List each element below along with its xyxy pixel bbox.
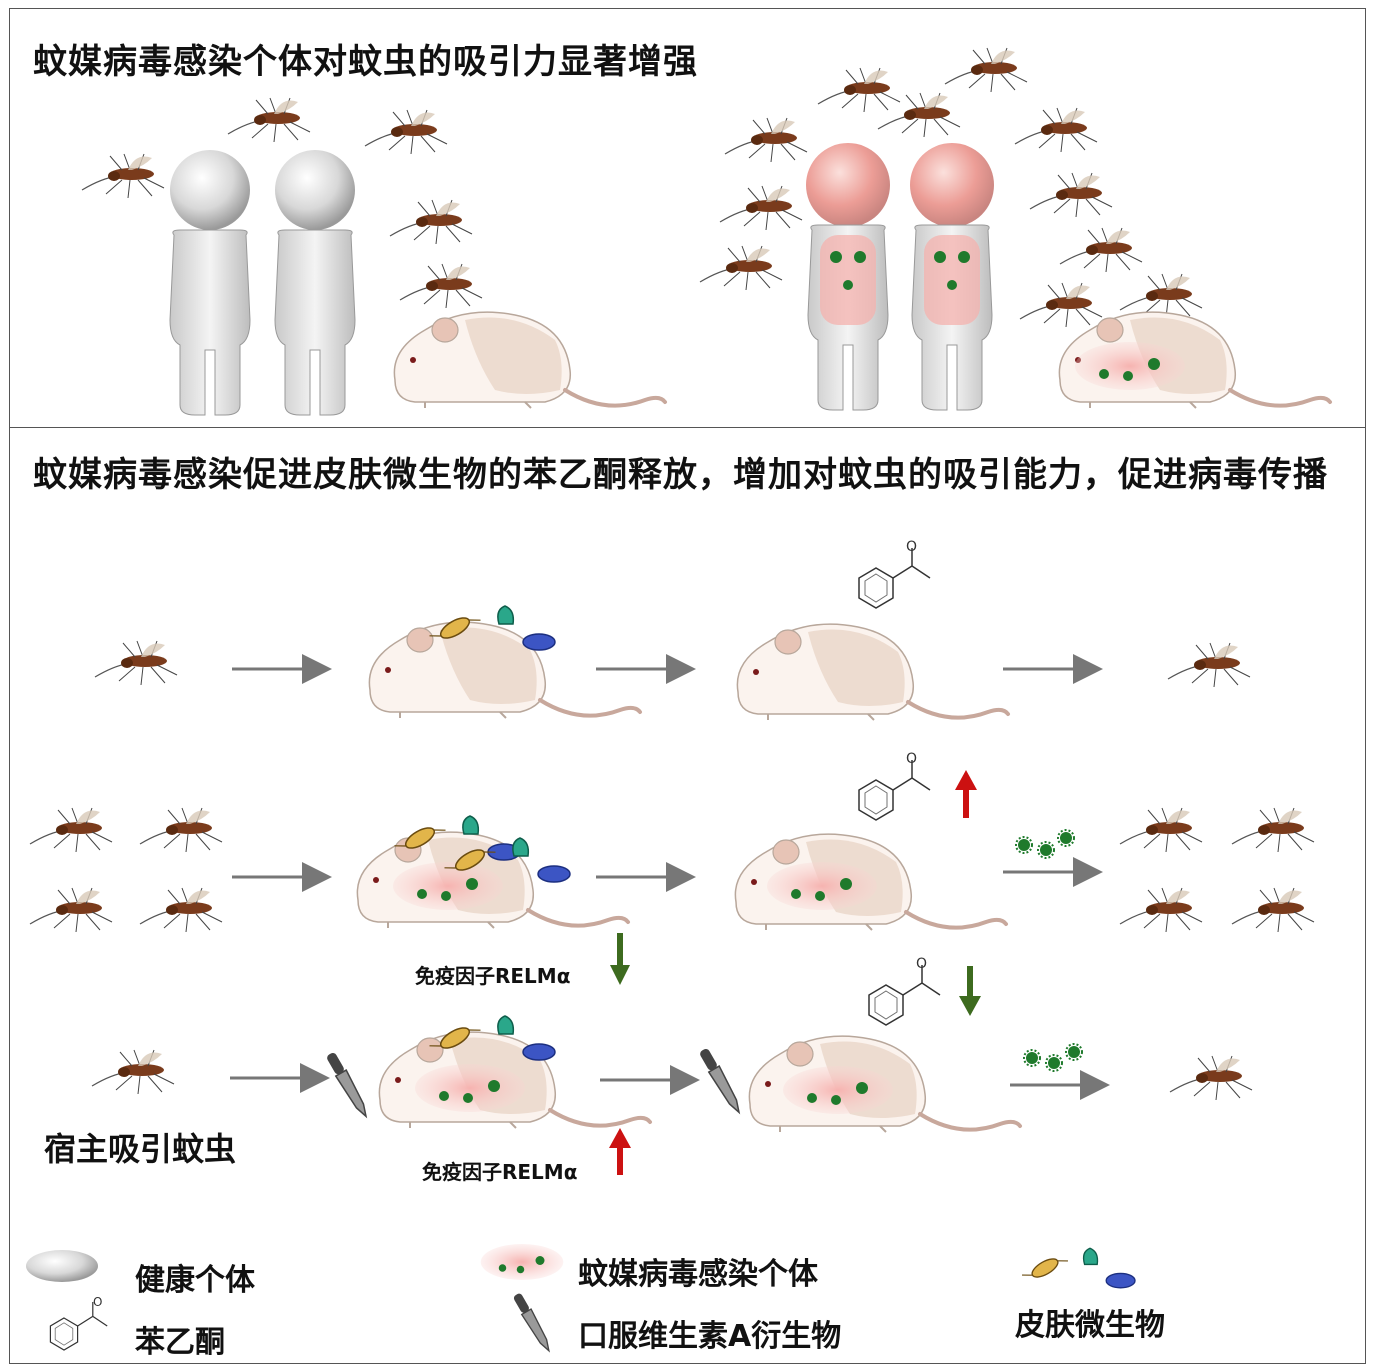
infected-person-icon: [805, 142, 891, 411]
mosquito-icon: [1231, 887, 1315, 933]
relm-label-row2: 免疫因子RELMα: [415, 964, 571, 988]
mosquito-icon: [139, 887, 223, 933]
up-arrow-head: [955, 770, 977, 790]
mosquito-icon: [1119, 887, 1203, 933]
mosquito-icon: [29, 887, 113, 933]
mosquito-icon: [699, 245, 783, 291]
mosquito-icon: [1014, 107, 1098, 153]
down-arrow-head: [959, 996, 981, 1016]
oxygen-label: O: [916, 956, 927, 972]
mouse-icon: [735, 622, 1010, 722]
healthy-group: [81, 97, 667, 416]
mosquito-icon: [1029, 172, 1113, 218]
mosquito-icon: [724, 117, 808, 163]
oxygen-label: O: [93, 1295, 102, 1309]
virus-icon: [1037, 841, 1055, 859]
infected-person-icon: [909, 142, 995, 411]
legend: O: [26, 1244, 1136, 1355]
acetophenone-structure-icon: [868, 964, 941, 1026]
row-normal: O: [94, 539, 1251, 722]
relm-label-row3: 免疫因子RELMα: [422, 1160, 578, 1184]
legend-healthy-label: 健康个体: [135, 1263, 255, 1298]
infection-patch-icon: [1075, 342, 1185, 390]
legend-dropper-icon: [511, 1291, 555, 1355]
virus-icon: [1023, 1049, 1041, 1067]
acetophenone-structure-icon: [858, 547, 931, 609]
legend-infected-label: 蚊媒病毒感染个体: [578, 1257, 818, 1292]
legend-acetophenone-icon: [49, 1301, 108, 1351]
infection-patch-icon: [415, 1064, 525, 1112]
mosquito-icon: [1059, 227, 1143, 273]
panel-divider: [9, 427, 1366, 428]
mosquito-icon: [139, 807, 223, 853]
host-attract-label: 宿主吸引蚊虫: [44, 1130, 237, 1168]
outer-frame: [9, 8, 1366, 1364]
mosquito-icon: [1119, 273, 1203, 319]
infection-patch-icon: [783, 1066, 893, 1114]
mosquito-icon: [1167, 642, 1251, 688]
oxygen-label: O: [906, 539, 917, 555]
mosquito-icon: [81, 153, 165, 199]
legend-microbes-icon: [1020, 1247, 1136, 1289]
healthy-mouse-icon: [392, 310, 667, 410]
infection-patch-icon: [767, 862, 877, 910]
legend-acetophenone-label: 苯乙酮: [135, 1325, 225, 1360]
oxygen-label: O: [906, 751, 917, 767]
healthy-person-icon: [169, 149, 251, 416]
virus-icon: [1057, 829, 1075, 847]
mosquito-icon: [817, 67, 901, 113]
up-arrow-head: [609, 1128, 631, 1148]
mosquito-icon: [944, 47, 1028, 93]
legend-healthy-icon: [26, 1250, 98, 1282]
mosquito-icon: [1231, 807, 1315, 853]
down-arrow-head: [610, 965, 630, 985]
mosquito-icon: [94, 640, 178, 686]
mosquito-icon: [399, 263, 483, 309]
mosquito-icon: [719, 185, 803, 231]
mosquito-icon: [91, 1049, 175, 1095]
row-infected: O: [29, 751, 1315, 985]
dropper-icon: [697, 1046, 745, 1117]
legend-vitamin-label: 口服维生素A衍生物: [578, 1319, 842, 1354]
mosquito-icon: [1119, 807, 1203, 853]
virus-icon: [1045, 1054, 1063, 1072]
row-vitamin-a: O: [91, 956, 1253, 1175]
mosquito-icon: [227, 97, 311, 143]
top-panel-title: 蚊媒病毒感染个体对蚊虫的吸引力显著增强: [33, 42, 698, 82]
mosquito-icon: [364, 109, 448, 155]
mosquito-icon: [1169, 1055, 1253, 1101]
mosquito-icon: [29, 807, 113, 853]
acetophenone-structure-icon: [858, 759, 931, 821]
legend-microbes-label: 皮肤微生物: [1015, 1308, 1165, 1343]
mosquito-icon: [877, 92, 961, 138]
mosquito-icon: [389, 199, 473, 245]
healthy-person-icon: [274, 149, 356, 416]
virus-icon: [1015, 836, 1033, 854]
bottom-panel-title: 蚊媒病毒感染促进皮肤微生物的苯乙酮释放，增加对蚊虫的吸引能力，促进病毒传播: [33, 455, 1328, 495]
infected-group: [699, 47, 1332, 411]
mosquito-icon: [1019, 282, 1103, 328]
dropper-icon: [324, 1050, 372, 1121]
virus-icon: [1065, 1043, 1083, 1061]
infection-patch-icon: [393, 862, 503, 910]
legend-infected-icon: [480, 1244, 564, 1280]
